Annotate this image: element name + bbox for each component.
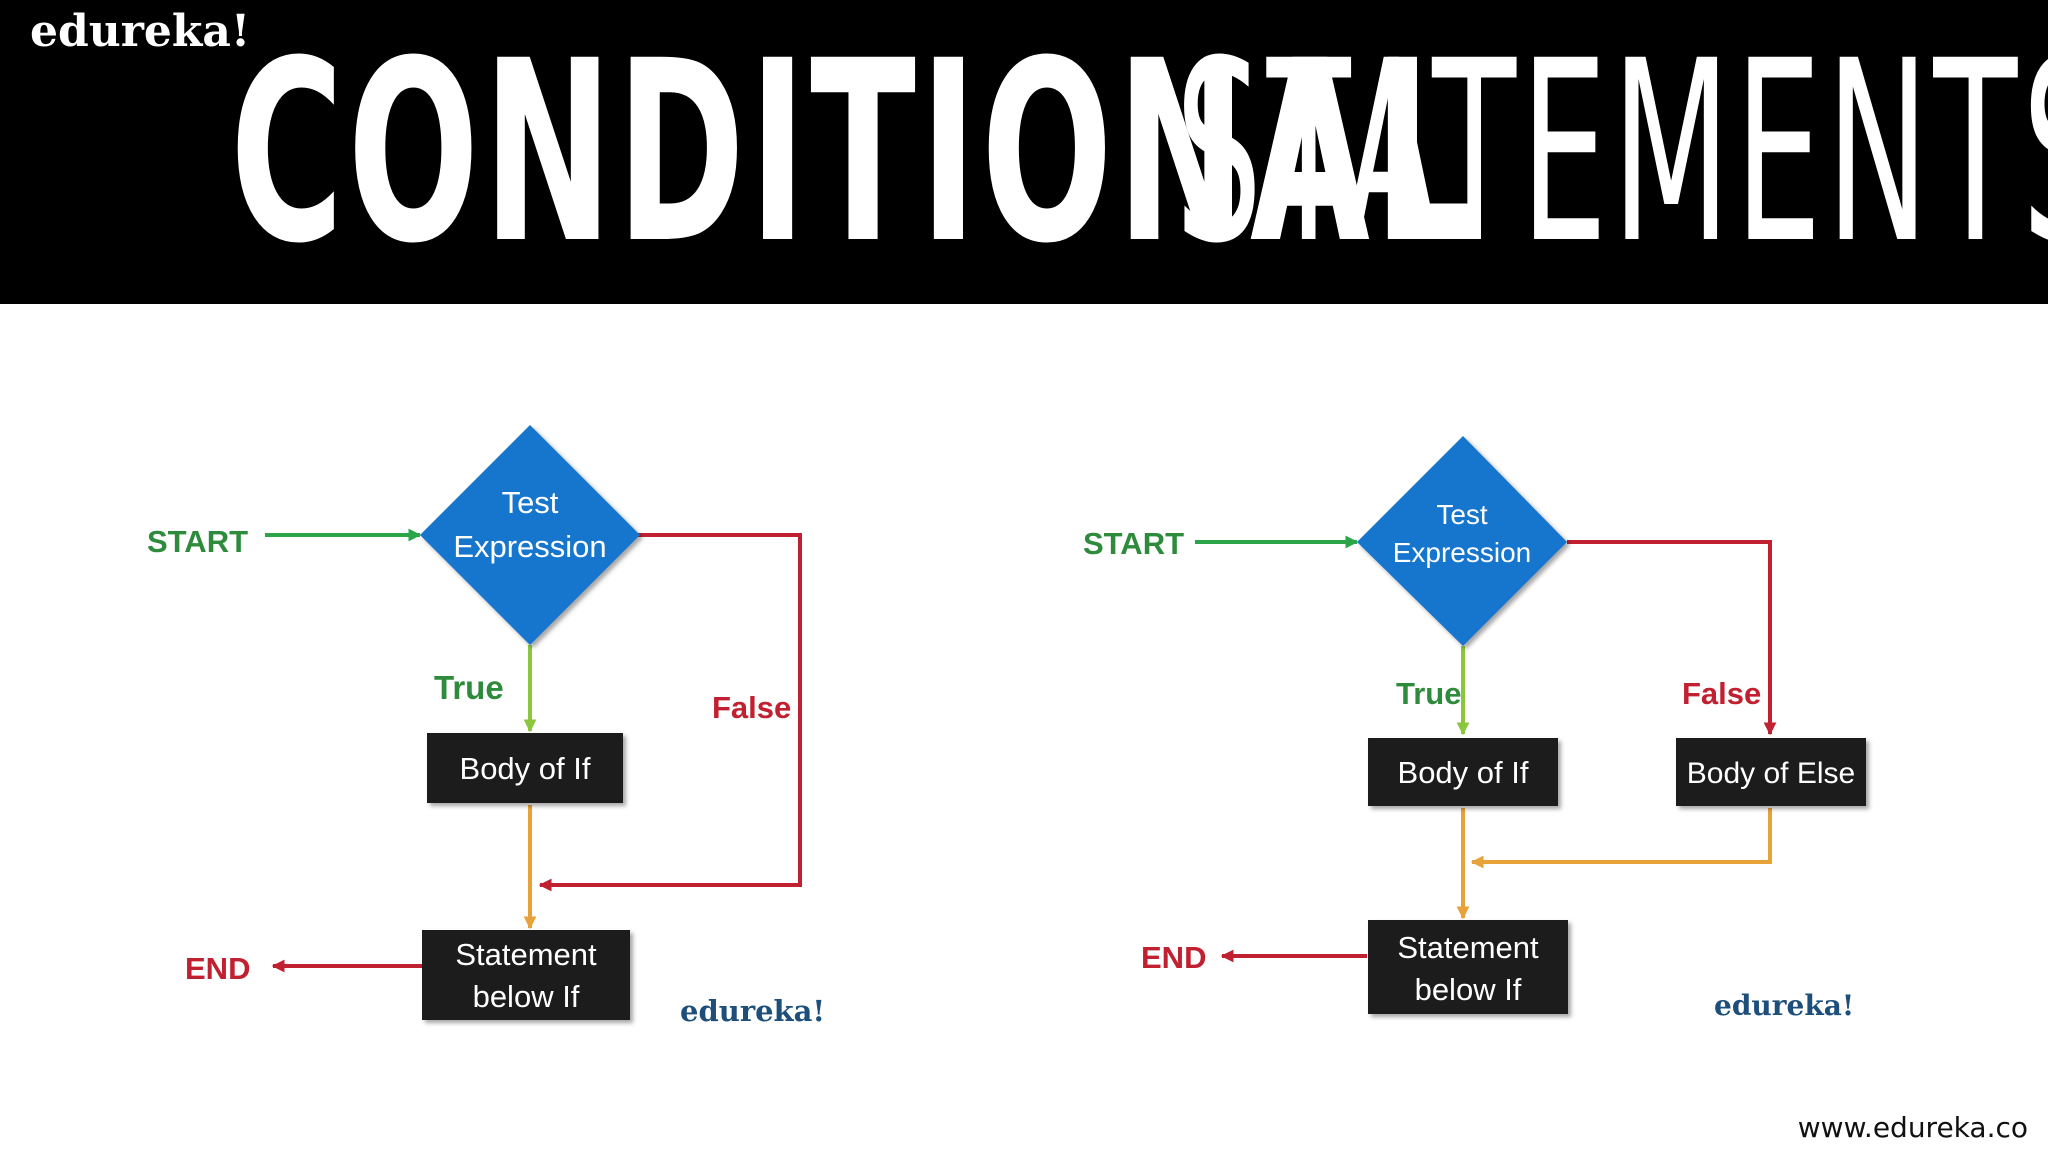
statement-box <box>1368 920 1568 1014</box>
decision-diamond <box>1357 436 1567 646</box>
if-body-label: Body of If <box>460 751 591 786</box>
statement-label-line1: Statement <box>455 937 597 972</box>
footer-url: www.edureka.co <box>1797 1111 2028 1144</box>
title-word-conditional: CONDITIONAL <box>230 7 1477 298</box>
statement-label-line1: Statement <box>1397 930 1539 965</box>
end-label: END <box>1141 940 1206 975</box>
false-path <box>1567 540 1777 736</box>
watermark-logo: edureka! <box>1714 989 1854 1022</box>
true-label: True <box>1396 676 1461 711</box>
false-label: False <box>712 690 791 725</box>
if-else-flowchart: Test Expression Body of If Body of Else … <box>1083 436 1866 1022</box>
else-body-box <box>1676 738 1866 806</box>
statement-label-line2: below If <box>1415 972 1522 1007</box>
false-label: False <box>1682 676 1761 711</box>
true-label: True <box>434 669 504 706</box>
decision-text-line1: Test <box>1436 499 1488 530</box>
statement-label-line2: below If <box>473 979 580 1014</box>
if-flowchart: Test Expression Body of If Statement bel… <box>147 425 825 1028</box>
title-banner: edureka! CONDITIONAL STATEMENTS <box>0 0 2048 304</box>
page-title: CONDITIONAL STATEMENTS <box>230 28 2048 278</box>
title-word-statements: STATEMENTS <box>1175 7 2048 298</box>
watermark-logo: edureka! <box>680 994 825 1028</box>
decision-text-line1: Test <box>502 485 559 520</box>
decision-diamond <box>420 425 640 645</box>
if-body-label: Body of If <box>1398 755 1529 790</box>
if-body-box <box>427 733 623 803</box>
brand-logo: edureka! <box>30 6 251 57</box>
decision-text-line2: Expression <box>1393 537 1532 568</box>
if-body-box <box>1368 738 1558 806</box>
else-merge-path <box>1470 808 1772 869</box>
start-label: START <box>147 524 248 559</box>
statement-box <box>422 930 630 1020</box>
end-label: END <box>185 951 250 986</box>
decision-text-line2: Expression <box>453 529 606 564</box>
start-label: START <box>1083 526 1184 561</box>
false-path <box>538 533 802 892</box>
else-body-label: Body of Else <box>1687 757 1855 790</box>
